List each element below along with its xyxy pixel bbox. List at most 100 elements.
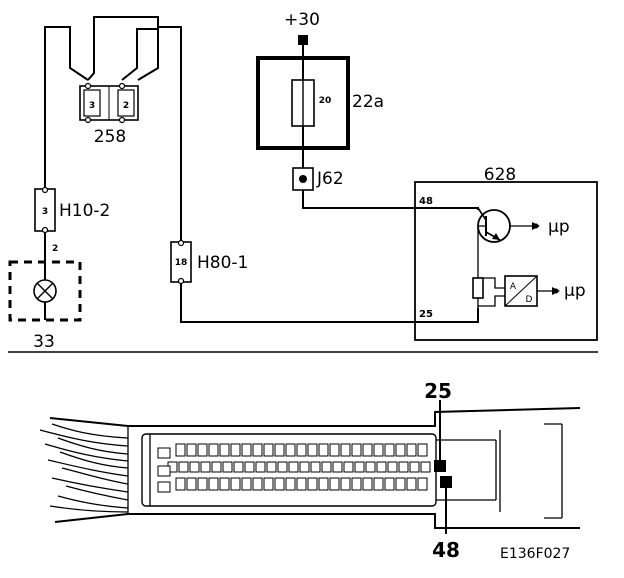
connector-pin	[343, 461, 354, 473]
connector-pin	[387, 461, 398, 473]
pin-25-marker	[434, 460, 446, 472]
connector-pin	[354, 461, 365, 473]
module-label: 628	[484, 165, 516, 185]
lamp-pin-label: 2	[52, 244, 58, 254]
connector-pin	[266, 461, 277, 473]
connector-h80-1-label: H80-1	[197, 253, 248, 273]
switch-pin-right-label: 2	[123, 101, 129, 111]
connector-pin	[230, 443, 241, 457]
connector-pin	[373, 443, 384, 457]
connector-pin	[351, 477, 362, 491]
fuse-rating-label: 20	[319, 96, 332, 106]
connector-pin-25-label: 25	[424, 379, 452, 403]
connector-pin	[406, 443, 417, 457]
module-628: 628 48 25 µp A D µp	[414, 165, 598, 341]
fuse-unit-22a: +30 20 22a	[256, 10, 384, 168]
fuse-box	[256, 56, 350, 150]
switch-block-258: 3 2 258	[44, 16, 182, 242]
ecu-connector-view: 25 48	[39, 379, 581, 562]
connector-pin	[395, 477, 406, 491]
converter-d-label: D	[526, 295, 533, 305]
connector-pin	[310, 461, 321, 473]
lamp-label: 33	[33, 332, 55, 352]
figure-code: E136F027	[500, 546, 570, 562]
connector-pin	[417, 477, 428, 491]
connector-pin	[329, 477, 340, 491]
module-pin-25: 25	[419, 309, 433, 320]
mu-output-1-label: µp	[548, 217, 570, 237]
connector-pin	[351, 443, 362, 457]
connector-pin	[219, 477, 230, 491]
connector-pin	[296, 443, 307, 457]
switch-block-label: 258	[94, 127, 126, 147]
connector-pin	[263, 477, 274, 491]
connector-key	[157, 481, 171, 493]
connector-pin	[252, 443, 263, 457]
connector-pin	[244, 461, 255, 473]
connector-pin	[233, 461, 244, 473]
module-pin-48: 48	[419, 196, 433, 207]
connector-pin	[175, 477, 186, 491]
connector-pin	[186, 443, 197, 457]
connector-h10-2-pin: 3	[42, 207, 48, 217]
connector-pin	[362, 443, 373, 457]
connector-pin	[263, 443, 274, 457]
supply-terminal	[298, 35, 308, 45]
connector-pin	[299, 461, 310, 473]
converter-a-label: A	[510, 282, 517, 292]
connector-pin-grid	[157, 443, 431, 493]
connector-pin	[395, 443, 406, 457]
connector-pin	[211, 461, 222, 473]
connector-pin	[362, 477, 373, 491]
connector-pin	[285, 443, 296, 457]
module-box	[414, 181, 598, 341]
connector-pin	[373, 477, 384, 491]
connector-pin	[186, 477, 197, 491]
switch-contact-left	[83, 89, 101, 117]
connector-pin	[318, 443, 329, 457]
connector-pin	[208, 443, 219, 457]
connector-pin	[398, 461, 409, 473]
connector-pin	[288, 461, 299, 473]
lamp-33: 33	[8, 260, 82, 352]
connector-key	[157, 465, 171, 477]
connector-pin-48-label: 48	[432, 538, 460, 562]
connector-pin	[406, 477, 417, 491]
connector-pin	[252, 477, 263, 491]
connector-pin	[384, 443, 395, 457]
connector-pin	[409, 461, 420, 473]
switch-pin-left-label: 3	[89, 101, 95, 111]
connector-h10-2: 3 H10-2 2	[34, 186, 110, 262]
connector-pin	[420, 461, 431, 473]
connector-pin	[200, 461, 211, 473]
wire-bundle	[39, 423, 129, 513]
connector-pin	[274, 477, 285, 491]
connector-h10-2-label: H10-2	[59, 201, 110, 221]
pin-48-marker	[440, 476, 452, 488]
connector-pin	[189, 461, 200, 473]
connector-pin	[230, 477, 241, 491]
splice-j62: J62	[292, 167, 479, 210]
connector-pin	[255, 461, 266, 473]
connector-pin	[321, 461, 332, 473]
splice-label: J62	[316, 169, 344, 189]
connector-pin	[417, 443, 428, 457]
connector-pin	[197, 477, 208, 491]
fuse-unit-label: 22a	[352, 92, 384, 112]
connector-pin	[208, 477, 219, 491]
mu-output-2-label: µp	[564, 281, 586, 301]
connector-pin	[277, 461, 288, 473]
connector-pin	[241, 443, 252, 457]
resistor	[472, 277, 484, 299]
supply-label: +30	[284, 10, 320, 30]
connector-pin	[376, 461, 387, 473]
connector-pin	[332, 461, 343, 473]
connector-pin	[285, 477, 296, 491]
connector-pin	[340, 443, 351, 457]
connector-pin	[340, 477, 351, 491]
connector-pin	[365, 461, 376, 473]
connector-pin	[329, 443, 340, 457]
connector-pin	[222, 461, 233, 473]
connector-pin	[318, 477, 329, 491]
